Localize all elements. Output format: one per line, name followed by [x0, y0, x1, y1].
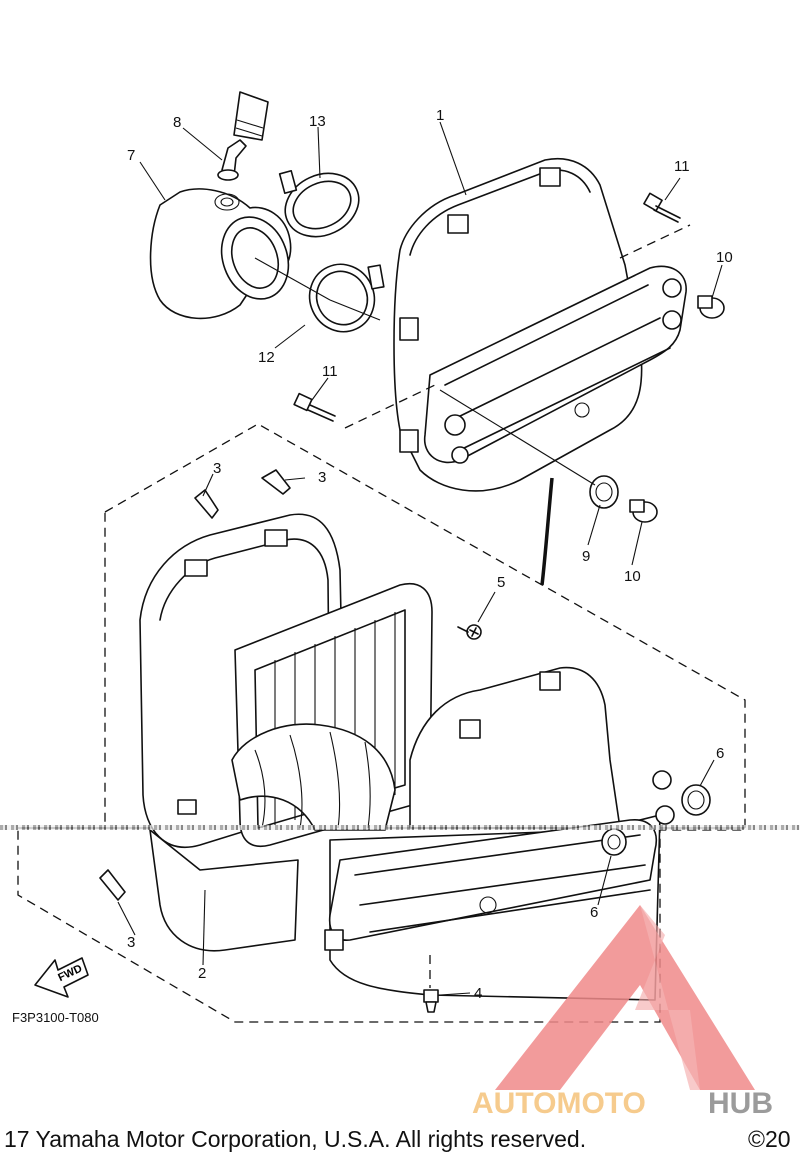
callout-12: 12	[258, 349, 275, 366]
clip-3-upper-right-part	[261, 469, 291, 495]
bolt-lower-part	[293, 392, 336, 422]
hose-clamp-lower-part	[308, 263, 385, 333]
drain-plug-part	[423, 955, 439, 1013]
hose-clamp-upper-part	[278, 169, 360, 238]
callout-7: 7	[127, 147, 135, 164]
callout-4: 4	[474, 985, 482, 1002]
logo-text-hub: HUB	[708, 1087, 773, 1120]
logo-text-automoto: AUTOMOTO	[472, 1087, 646, 1120]
callout-1: 1	[436, 107, 444, 124]
scan-artifact-band	[0, 825, 800, 830]
collar-upper-part	[697, 295, 725, 319]
callout-leaders	[117, 121, 723, 996]
screw-part	[457, 624, 482, 640]
callout-10-a: 10	[716, 249, 733, 266]
grommet-part	[589, 475, 619, 509]
grommet-6-lower-part	[601, 828, 627, 856]
callout-3-a: 3	[213, 460, 221, 477]
elbow-duct-part	[231, 723, 396, 831]
callout-2: 2	[198, 965, 206, 982]
callout-13: 13	[309, 113, 326, 130]
copyright-notice: 17 Yamaha Motor Corporation, U.S.A. All …	[4, 1126, 587, 1152]
callout-6-b: 6	[590, 904, 598, 921]
callout-3-c: 3	[127, 934, 135, 951]
air-filter-case-part	[393, 158, 687, 492]
center-lines	[254, 224, 691, 586]
case-cover-part	[324, 666, 675, 1001]
intake-duct-part	[149, 188, 292, 320]
callout-5: 5	[497, 574, 505, 591]
callout-11-a: 11	[674, 158, 690, 175]
callout-6-a: 6	[716, 745, 724, 762]
automotohub-logo: AUTOMOTO HUB	[472, 905, 773, 1120]
grommet-6-upper-part	[681, 784, 711, 816]
callout-numbers: 1 2 3 3 3 4 5 6 6 7 8 9 10 10 11 11 12 1…	[127, 107, 733, 1002]
clip-3-upper-left-part	[194, 489, 219, 519]
callout-11-b: 11	[322, 363, 338, 380]
forward-arrow-icon: FWD	[34, 957, 89, 998]
drawing-code: F3P3100-T080	[12, 1010, 99, 1025]
callout-10-b: 10	[624, 568, 641, 585]
copyright-year-fragment: ©20	[748, 1126, 791, 1152]
callout-3-b: 3	[318, 469, 326, 486]
callout-9: 9	[582, 548, 590, 565]
clip-3-lower-part	[99, 869, 126, 901]
breather-fitting-part	[217, 91, 269, 181]
bolt-upper-part	[643, 192, 681, 223]
collar-lower-part	[629, 499, 658, 523]
callout-8: 8	[173, 114, 181, 131]
